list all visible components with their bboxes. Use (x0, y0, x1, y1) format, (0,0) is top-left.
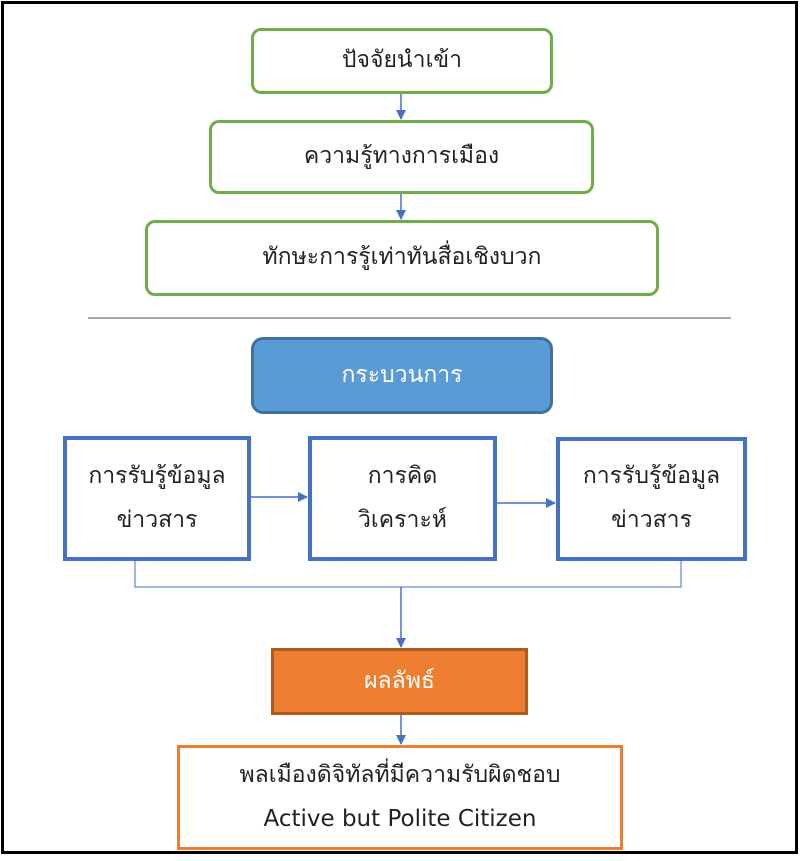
process-step-3: การรับรู้ข้อมูล ข่าวสาร (556, 437, 747, 561)
process-step-1-line1: การรับรู้ข้อมูล (88, 462, 226, 489)
process-header-label: กระบวนการ (341, 361, 463, 388)
input-box-political-knowledge: ความรู้ทางการเมือง (209, 120, 594, 194)
process-step-2-line1: การคิด (367, 462, 438, 489)
process-step-3-line2: ข่าวสาร (611, 507, 692, 533)
result-citizen-english: Active but Polite Citizen (263, 805, 537, 832)
input-box-media-literacy: ทักษะการรู้เท่าทันสื่อเชิงบวก (145, 220, 659, 296)
input-box-political-knowledge-label: ความรู้ทางการเมือง (303, 143, 500, 170)
process-step-2-line2: วิเคราะห์ (358, 506, 447, 533)
process-step-2: การคิด วิเคราะห์ (308, 436, 497, 561)
result-header-label: ผลลัพธ์ (364, 667, 435, 694)
bracket-connector (134, 560, 682, 588)
process-step-3-line1: การรับรู้ข้อมูล (582, 463, 721, 490)
input-box-factors: ปัจจัยนำเข้า (251, 28, 553, 94)
input-box-media-literacy-label: ทักษะการรู้เท่าทันสื่อเชิงบวก (262, 244, 542, 271)
process-step-1-line2: ข่าวสาร (116, 506, 198, 533)
input-box-factors-label: ปัจจัยนำเข้า (341, 47, 463, 74)
result-header: ผลลัพธ์ (271, 648, 528, 715)
process-header: กระบวนการ (251, 337, 553, 414)
process-step-1: การรับรู้ข้อมูล ข่าวสาร (63, 436, 251, 561)
result-citizen-thai: พลเมืองดิจิทัลที่มีความรับผิดชอบ (239, 761, 561, 788)
result-citizen-box: พลเมืองดิจิทัลที่มีความรับผิดชอบ Active … (177, 745, 623, 850)
